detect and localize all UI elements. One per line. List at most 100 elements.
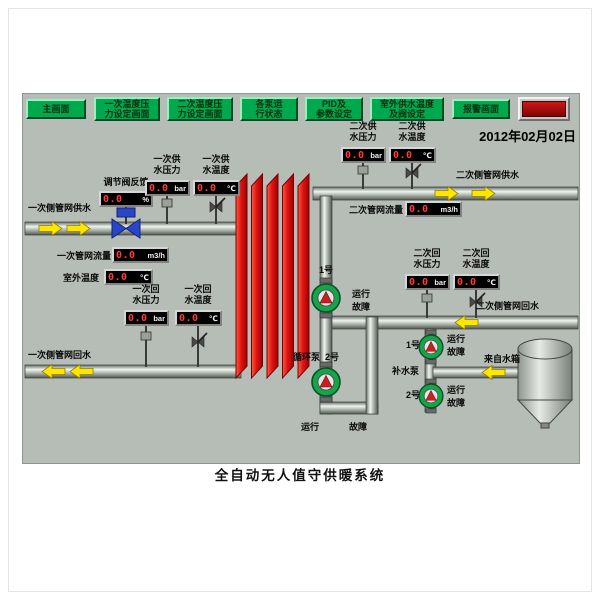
makeup-pump-1-run-label: 运行 bbox=[447, 334, 466, 344]
secondary-supply-temp-label: 二次供 水温度 bbox=[398, 121, 426, 142]
primary-return-temp-unit: ℃ bbox=[208, 313, 218, 323]
circ-pump-2-fault-label: 故障 bbox=[349, 422, 368, 432]
primary-supply-pressure-value: 0.0 bbox=[149, 182, 169, 194]
nav-button-main-screen[interactable]: 主画面 bbox=[26, 99, 86, 119]
pressure-sensor-icon bbox=[161, 196, 173, 224]
hx-plate bbox=[282, 172, 294, 380]
secondary-supply-pressure-label: 二次供 水压力 bbox=[349, 121, 377, 142]
nav-button-pid-settings[interactable]: PID及 参数设定 bbox=[305, 97, 363, 121]
from-tank-pipe-label: 来自水箱 bbox=[484, 354, 521, 364]
secondary-supply-temp-unit: ℃ bbox=[422, 150, 432, 160]
makeup-pump-1-number-label: 1号 bbox=[405, 340, 420, 350]
primary-return-temp-display: 0.0 ℃ bbox=[175, 310, 222, 326]
primary-return-pressure-value: 0.0 bbox=[128, 312, 148, 324]
nav-button-secondary-setting[interactable]: 二次温度压 力设定画面 bbox=[167, 97, 233, 121]
temperature-sensor-icon bbox=[405, 163, 422, 189]
water-tank-icon bbox=[516, 338, 574, 429]
primary-supply-temp-unit: ℃ bbox=[226, 183, 236, 193]
secondary-return-temp-display: 0.0 ℃ bbox=[453, 274, 500, 290]
nav-button-primary-setting[interactable]: 一次温度压 力设定画面 bbox=[94, 97, 160, 121]
secondary-return-temp-unit: ℃ bbox=[486, 277, 496, 287]
valve-feedback-label: 调节阀反馈 bbox=[103, 177, 149, 187]
hx-plate bbox=[235, 172, 248, 380]
primary-return-pressure-display: 0.0 bar bbox=[124, 310, 169, 326]
pressure-sensor-icon bbox=[357, 163, 369, 189]
circ-pump-1-fault-label: 故障 bbox=[352, 302, 371, 312]
secondary-return-pipe-label: 二次侧管网回水 bbox=[476, 301, 540, 311]
primary-flow-value: 0.0 bbox=[116, 249, 136, 261]
outdoor-temp-unit: ℃ bbox=[139, 272, 149, 282]
circulation-pump-1-icon bbox=[311, 277, 341, 319]
makeup-pump-2-run-label: 运行 bbox=[447, 385, 466, 395]
makeup-pump-1-icon bbox=[418, 329, 444, 365]
outdoor-temp-label: 室外温度 bbox=[63, 273, 100, 283]
outdoor-temp-display: 0.0 ℃ bbox=[104, 269, 153, 285]
temperature-sensor-icon bbox=[469, 290, 486, 318]
system-title: 全自动无人值守供暖系统 bbox=[214, 468, 386, 483]
primary-return-temp-label: 一次回 水温度 bbox=[184, 284, 212, 305]
circulation-group-label: 循环泵 bbox=[293, 352, 321, 362]
alarm-indicator[interactable] bbox=[518, 97, 570, 121]
primary-return-temp-value: 0.0 bbox=[179, 312, 199, 324]
pressure-sensor-icon bbox=[140, 326, 152, 367]
secondary-supply-pressure-value: 0.0 bbox=[345, 149, 365, 161]
outdoor-temp-value: 0.0 bbox=[108, 271, 128, 283]
makeup-pump-1-fault-label: 故障 bbox=[447, 347, 466, 357]
primary-supply-temp-label: 一次供 水温度 bbox=[202, 154, 230, 175]
secondary-return-pressure-label: 二次回 水压力 bbox=[413, 248, 441, 269]
secondary-supply-temp-value: 0.0 bbox=[393, 149, 413, 161]
circ-pump-2-number-label: 2号 bbox=[324, 352, 339, 362]
circulation-pump-2-icon bbox=[311, 361, 341, 403]
nav-button-pump-status[interactable]: 各泵运 行状态 bbox=[240, 97, 298, 121]
secondary-supply-pressure-display: 0.0 bar bbox=[341, 147, 386, 163]
secondary-return-temp-value: 0.0 bbox=[457, 276, 477, 288]
circ-pump-1-number-label: 1号 bbox=[318, 265, 333, 275]
primary-supply-temp-display: 0.0 ℃ bbox=[193, 180, 240, 196]
makeup-pump-2-number-label: 2号 bbox=[405, 390, 420, 400]
primary-supply-pressure-label: 一次供 水压力 bbox=[153, 154, 181, 175]
valve-feedback-unit: % bbox=[142, 194, 149, 204]
hx-plate bbox=[297, 172, 310, 380]
hx-plate bbox=[251, 172, 263, 380]
regulating-valve-icon bbox=[111, 207, 141, 239]
circ-pump-2-run-label: 运行 bbox=[301, 422, 320, 432]
primary-flow-display: 0.0 m3/h bbox=[112, 247, 169, 263]
primary-return-pipe-label: 一次侧管网回水 bbox=[28, 350, 92, 360]
primary-flow-label: 一次管网流量 bbox=[57, 251, 112, 261]
valve-feedback-value: 0.0 bbox=[103, 193, 123, 205]
secondary-return-pressure-value: 0.0 bbox=[409, 276, 429, 288]
primary-return-pressure-unit: bar bbox=[153, 313, 165, 323]
hx-plate bbox=[266, 172, 279, 380]
alarm-lamp-icon bbox=[522, 101, 566, 117]
pump-loop-right-pipe bbox=[365, 316, 379, 415]
primary-return-pressure-label: 一次回 水压力 bbox=[132, 284, 160, 305]
secondary-return-temp-label: 二次回 水温度 bbox=[462, 248, 490, 269]
makeup-group-label: 补水泵 bbox=[392, 366, 420, 376]
primary-supply-pipe-label: 一次侧管网供水 bbox=[28, 203, 92, 213]
secondary-supply-pressure-unit: bar bbox=[370, 150, 382, 160]
primary-supply-pressure-display: 0.0 bar bbox=[145, 180, 190, 196]
tank-pipe bbox=[432, 366, 521, 379]
secondary-flow-display: 0.0 m3/h bbox=[405, 201, 462, 217]
nav-button-alarm-screen[interactable]: 报警画面 bbox=[452, 99, 510, 119]
nav-button-outdoor-valve[interactable]: 室外供水温度 及阀设定 bbox=[370, 97, 444, 121]
secondary-supply-temp-display: 0.0 ℃ bbox=[389, 147, 436, 163]
secondary-return-pipe bbox=[325, 315, 579, 330]
primary-supply-temp-value: 0.0 bbox=[197, 182, 217, 194]
temperature-sensor-icon bbox=[191, 326, 208, 367]
secondary-flow-label: 二次管网流量 bbox=[349, 205, 404, 215]
pressure-sensor-icon bbox=[421, 290, 433, 318]
secondary-return-pressure-unit: bar bbox=[434, 277, 446, 287]
primary-supply-pressure-unit: bar bbox=[174, 183, 186, 193]
temperature-sensor-icon bbox=[209, 196, 226, 224]
date-display: 2012年02月02日 bbox=[479, 129, 576, 144]
secondary-flow-unit: m3/h bbox=[440, 204, 458, 214]
pipes bbox=[24, 186, 579, 415]
primary-flow-unit: m3/h bbox=[147, 250, 165, 260]
makeup-pump-2-fault-label: 故障 bbox=[447, 398, 466, 408]
circ-pump-1-run-label: 运行 bbox=[352, 289, 371, 299]
secondary-return-pressure-display: 0.0 bar bbox=[405, 274, 450, 290]
valve-feedback-display: 0.0 % bbox=[99, 191, 153, 207]
heat-exchanger bbox=[235, 172, 310, 380]
